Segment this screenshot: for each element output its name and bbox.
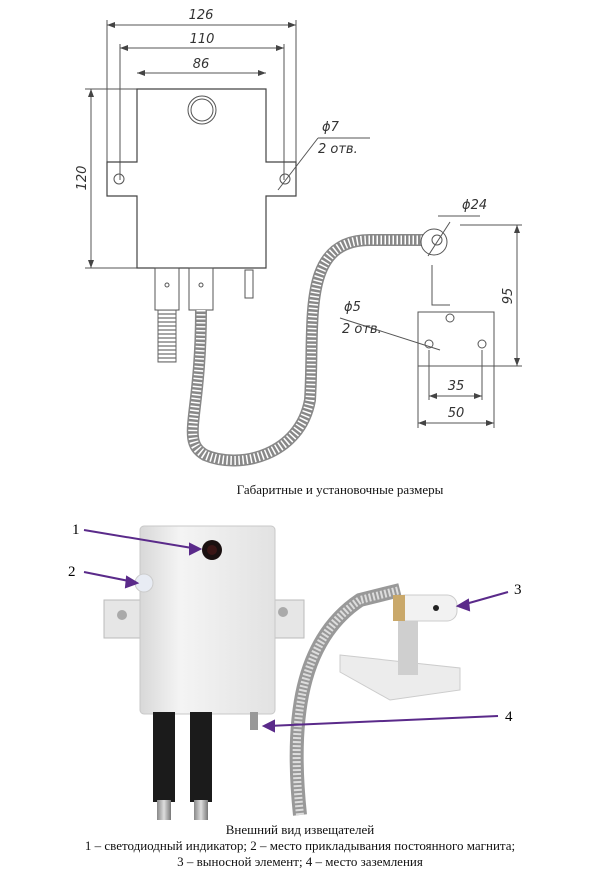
dim-86: 86 <box>193 57 210 72</box>
dim-phi5: ϕ5 <box>344 300 361 315</box>
dim-50: 50 <box>448 406 465 421</box>
drawing-caption: Габаритные и установочные размеры <box>236 482 444 497</box>
dim-phi24: ϕ24 <box>462 198 487 213</box>
callout-2: 2 <box>68 564 76 580</box>
callout-3: 3 <box>514 582 522 598</box>
photo-caption-line1: 1 – светодиодный индикатор; 2 – место пр… <box>84 838 516 853</box>
dim-95: 95 <box>501 288 516 305</box>
callout-4: 4 <box>505 709 513 725</box>
dim-phi7: ϕ7 <box>322 120 340 135</box>
dim-110: 110 <box>190 32 215 47</box>
dim-120: 120 <box>75 166 90 191</box>
photo-caption-title: Внешний вид извещателей <box>225 822 375 837</box>
callout-1: 1 <box>72 522 80 538</box>
dim-35: 35 <box>448 379 465 394</box>
dim-holes-2b: 2 отв. <box>342 322 382 337</box>
dim-holes-2: 2 отв. <box>318 142 358 157</box>
photo-caption-line2: 3 – выносной элемент; 4 – место заземлен… <box>177 854 423 869</box>
dim-126: 126 <box>189 8 214 23</box>
